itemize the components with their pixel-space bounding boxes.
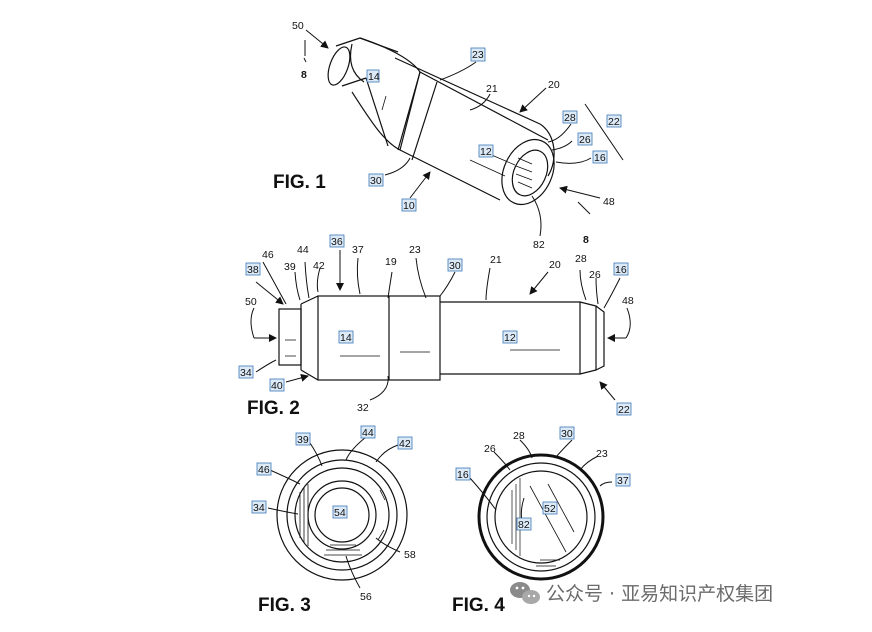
- ref-44: 44: [362, 427, 374, 439]
- ref-14: 14: [340, 332, 352, 344]
- ref-23: 23: [409, 244, 421, 256]
- ref-30: 30: [370, 175, 382, 187]
- ref-54: 54: [334, 507, 346, 519]
- ref-26: 26: [579, 134, 591, 146]
- ref-56: 56: [360, 591, 372, 603]
- ref-39: 39: [284, 261, 296, 273]
- ref-50: 50: [292, 20, 304, 32]
- wechat-icon: [510, 582, 540, 604]
- ref-37: 37: [617, 475, 629, 487]
- ref-26: 26: [484, 443, 496, 455]
- ref-48: 48: [603, 196, 615, 208]
- ref-82: 82: [518, 519, 530, 531]
- ref-38: 38: [247, 264, 259, 276]
- ref-8: 8: [301, 69, 307, 81]
- fig-1-title: FIG. 1: [273, 172, 326, 193]
- watermark: 公众号 · 亚易知识产权集团: [510, 582, 773, 605]
- figure-1-perspective: [327, 37, 555, 206]
- ref-48: 48: [622, 295, 634, 307]
- ref-46: 46: [258, 464, 270, 476]
- figure-2-leaders: [250, 250, 631, 401]
- ref-8-lower: 8: [583, 234, 589, 246]
- figure-4-leaders: [469, 439, 613, 523]
- ref-39: 39: [297, 434, 309, 446]
- ref-46: 46: [262, 249, 274, 261]
- ref-12: 12: [504, 332, 516, 344]
- ref-28: 28: [564, 112, 576, 124]
- ref-23: 23: [596, 448, 608, 460]
- figure-2-side-view: [278, 295, 605, 381]
- figure-1-numerals: 50 8 14 23 21 20 28 22 26 12 16 30 10 48…: [273, 20, 622, 251]
- ref-21: 21: [486, 83, 498, 95]
- ref-14: 14: [368, 71, 380, 83]
- fig-3-title: FIG. 3: [258, 595, 311, 616]
- ref-19: 19: [385, 256, 397, 268]
- watermark-text: 公众号 · 亚易知识产权集团: [546, 583, 773, 605]
- ref-26: 26: [589, 269, 601, 281]
- ref-82: 82: [533, 239, 545, 251]
- ref-12: 12: [480, 146, 492, 158]
- ref-23: 23: [472, 49, 484, 61]
- figure-4-numerals: 28 30 26 23 37 16 52 82 FIG. 4: [452, 426, 631, 616]
- ref-16: 16: [615, 264, 627, 276]
- ref-28: 28: [575, 253, 587, 265]
- figure-3-end-view: [276, 449, 408, 581]
- figure-3-leaders: [267, 436, 401, 589]
- ref-21: 21: [490, 254, 502, 266]
- figure-1-leaders: [303, 29, 624, 237]
- ref-34: 34: [240, 367, 252, 379]
- ref-10: 10: [403, 200, 415, 212]
- ref-22: 22: [618, 404, 630, 416]
- ref-52: 52: [544, 503, 556, 515]
- ref-34: 34: [253, 502, 265, 514]
- ref-50: 50: [245, 296, 257, 308]
- ref-20: 20: [549, 259, 561, 271]
- ref-40: 40: [271, 380, 283, 392]
- ref-37: 37: [352, 244, 364, 256]
- ref-32: 32: [357, 402, 369, 414]
- ref-42: 42: [313, 260, 325, 272]
- ref-58: 58: [404, 549, 416, 561]
- ref-16: 16: [594, 152, 606, 164]
- figure-2-numerals: 46 44 36 37 23 38 39 42 19 30 21 20 28 2…: [238, 234, 634, 419]
- ref-44: 44: [297, 244, 309, 256]
- ref-20: 20: [548, 79, 560, 91]
- ref-30: 30: [449, 260, 461, 272]
- ref-30: 30: [561, 428, 573, 440]
- ref-16: 16: [457, 469, 469, 481]
- figure-4-end-view: [477, 453, 605, 581]
- ref-22: 22: [608, 116, 620, 128]
- ref-36: 36: [331, 236, 343, 248]
- figure-3-numerals: 39 44 42 46 34 54 58 56 FIG. 3: [251, 425, 416, 616]
- fig-4-title: FIG. 4: [452, 595, 505, 616]
- ref-42: 42: [399, 438, 411, 450]
- fig-2-title: FIG. 2: [247, 398, 300, 419]
- ref-28: 28: [513, 430, 525, 442]
